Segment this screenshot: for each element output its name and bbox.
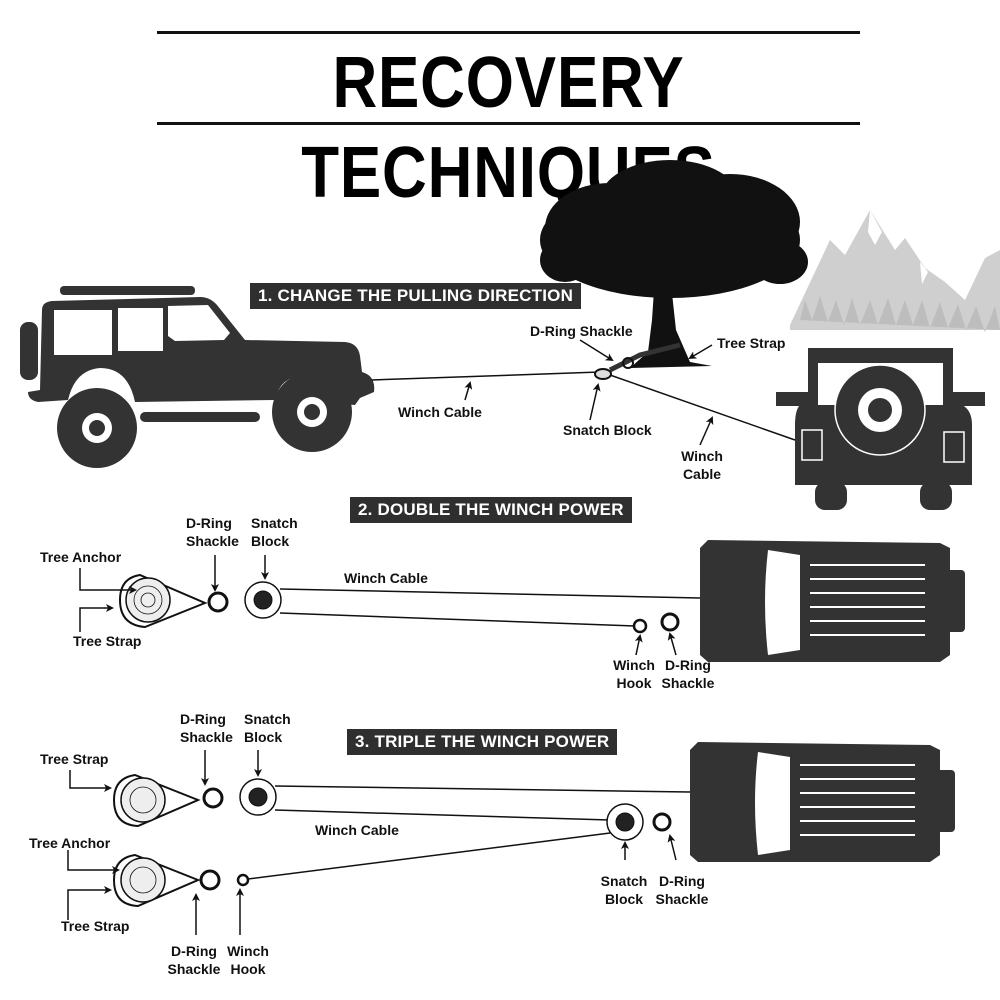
label-winch-hook: Winch Hook [612,656,656,692]
label-tree-anchor: Tree Anchor [29,835,111,851]
label-line: Block [604,891,644,907]
truck-top-view-2 [700,540,965,662]
section2-heading: 2. DOUBLE THE WINCH POWER [350,497,632,523]
label-line: D-Ring [171,943,217,959]
callout-arrows [67,339,714,935]
label-line: Shackle [167,961,221,977]
label-line: Shackle [661,675,715,691]
label-line: Block [251,533,290,549]
label-d-ring-shackle-bottom: D-Ring Shackle [166,942,222,978]
label-d-ring-shackle: D-Ring Shackle [180,710,233,746]
label-tree-strap-top: Tree Strap [40,751,109,767]
label-line: Snatch [244,711,291,727]
label-line: Winch [227,943,269,959]
section2-rigging [118,573,701,634]
label-line: Cable [682,466,722,482]
title-bottom-rule [157,122,860,125]
label-tree-anchor: Tree Anchor [40,549,122,565]
label-snatch-block: Snatch Block [251,514,298,550]
label-line: Snatch [251,515,298,531]
label-line: Shackle [180,729,233,745]
label-line: Hook [616,675,652,691]
label-tree-strap: Tree Strap [73,633,142,649]
label-line: Winch [613,657,655,673]
label-line: Block [244,729,283,745]
label-tree-strap-bottom: Tree Strap [61,918,130,934]
label-line: Snatch [600,873,648,889]
section1-rigging [371,342,796,441]
tree-illustration [540,160,808,368]
section3-rigging [112,773,691,908]
label-winch-cable-2: Winch Cable [680,447,724,483]
label-d-ring-shackle: D-Ring Shackle [530,323,633,339]
label-line: D-Ring [665,657,711,673]
jeep-side-view [20,286,375,468]
mountains-illustration [790,210,1000,332]
label-snatch-block: Snatch Block [244,710,291,746]
jeep-rear-view [776,348,985,510]
label-line: D-Ring [186,515,232,531]
label-line: Hook [230,961,266,977]
label-winch-cable: Winch Cable [398,404,482,420]
section1-heading: 1. CHANGE THE PULLING DIRECTION [250,283,582,309]
label-d-ring-shackle-right: D-Ring Shackle [654,872,710,908]
label-line: D-Ring [659,873,705,889]
label-d-ring-shackle: D-Ring Shackle [186,514,239,550]
label-tree-strap: Tree Strap [717,335,786,351]
title-top-rule [157,31,860,34]
label-line: Shackle [655,891,709,907]
label-snatch-block-right: Snatch Block [600,872,648,908]
label-winch-cable: Winch Cable [315,822,399,838]
truck-top-view-3 [690,742,955,862]
label-line: Shackle [186,533,239,549]
label-winch-cable: Winch Cable [344,570,428,586]
label-line: Winch [681,448,723,464]
label-winch-hook: Winch Hook [226,942,270,978]
label-d-ring-shackle-2: D-Ring Shackle [660,656,716,692]
section3-heading: 3. TRIPLE THE WINCH POWER [347,729,618,755]
label-snatch-block: Snatch Block [563,422,652,438]
label-line: D-Ring [180,711,226,727]
